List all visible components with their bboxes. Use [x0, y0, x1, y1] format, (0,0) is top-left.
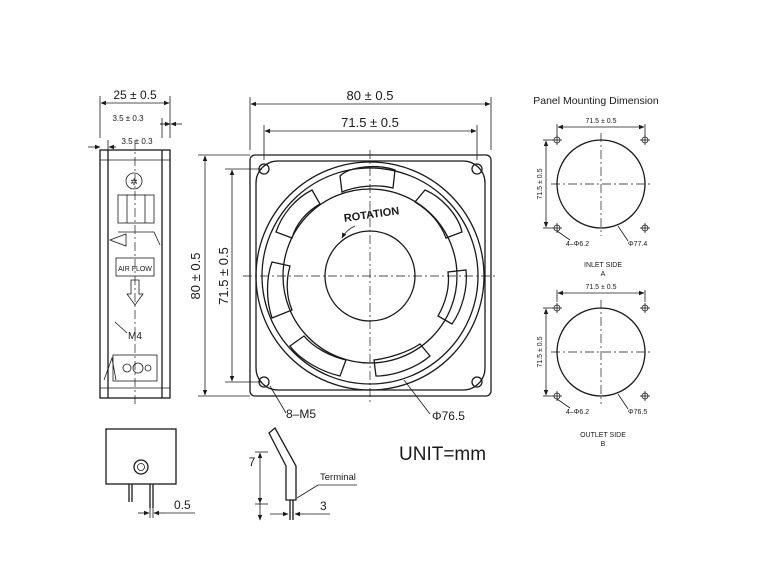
bottom-detail: 0.5: [105, 428, 195, 518]
inlet-hole-spacing-h: 71.5 ± 0.5: [585, 118, 616, 125]
airflow-arrow-icon: [126, 279, 144, 306]
outlet-panel: 71.5 ± 0.5 71.5 ± 0.5 4–Φ6.2 Φ76.5 OUTLE…: [537, 284, 652, 448]
height-dim-label: 80 ± 0.5: [188, 253, 203, 300]
fan-blades: [266, 165, 468, 377]
unit-label: UNIT=mm: [399, 444, 486, 465]
outlet-side-letter: B: [601, 441, 606, 448]
outlet-holes-label: 4–Φ6.2: [566, 409, 589, 416]
front-view: 80 ± 0.5 71.5 ± 0.5 80 ± 0.5 71.5 ± 0.5: [188, 88, 498, 423]
inlet-hole-spacing-v: 71.5 ± 0.5: [537, 168, 544, 199]
inlet-holes-label: 4–Φ6.2: [566, 241, 589, 248]
holes-label: 8–M5: [286, 407, 316, 421]
mount-hole: [258, 163, 270, 175]
outlet-hole-spacing-h: 71.5 ± 0.5: [585, 284, 616, 291]
outlet-diameter-label: Φ76.5: [628, 409, 647, 416]
inlet-panel: 71.5 ± 0.5 71.5 ± 0.5 4–Φ6.2 Φ77.4 INLET…: [537, 118, 652, 278]
terminal-housing: [105, 428, 177, 485]
inlet-side-letter: A: [601, 271, 606, 278]
mount-hole: [258, 376, 270, 388]
width-dim-3: 3: [320, 499, 327, 513]
inlet-side-label: INLET SIDE: [584, 262, 622, 269]
mount-hole: [471, 376, 483, 388]
pin-dim-label: 0.5: [174, 498, 191, 512]
outlet-side-label: OUTLET SIDE: [580, 432, 626, 439]
terminal-label: Terminal: [320, 472, 356, 483]
svg-text:✲: ✲: [130, 177, 138, 187]
hole-spacing-h-label: 71.5 ± 0.5: [341, 115, 399, 130]
terminal-detail: 7 Terminal 3: [249, 426, 357, 521]
hole-spacing-v-label: 71.5 ± 0.5: [216, 247, 231, 305]
mount-hole: [471, 163, 483, 175]
terminal-blade: [268, 426, 297, 501]
outlet-hole-spacing-v: 71.5 ± 0.5: [537, 336, 544, 367]
flange-dim-1-label: 3.5 ± 0.3: [112, 114, 144, 123]
flange-dim-2-label: 3.5 ± 0.3: [121, 137, 153, 146]
panel-title: Panel Mounting Dimension: [533, 95, 659, 107]
screw-label: M4: [128, 331, 142, 342]
width-dim-label: 80 ± 0.5: [347, 88, 394, 103]
height-dim-7: 7: [249, 455, 256, 469]
rotation-label: ROTATION: [343, 205, 400, 225]
depth-dim-label: 25 ± 0.5: [113, 88, 157, 102]
rotation-arrow-icon: [341, 225, 356, 239]
diameter-label: Φ76.5: [432, 409, 465, 423]
inlet-diameter-label: Φ77.4: [628, 241, 647, 248]
side-view: 25 ± 0.5 3.5 ± 0.3 3.5 ± 0.3 ✲ AIR FLOW: [88, 88, 182, 405]
airflow-label: AIR FLOW: [118, 266, 152, 273]
fan-frame: [249, 154, 492, 397]
